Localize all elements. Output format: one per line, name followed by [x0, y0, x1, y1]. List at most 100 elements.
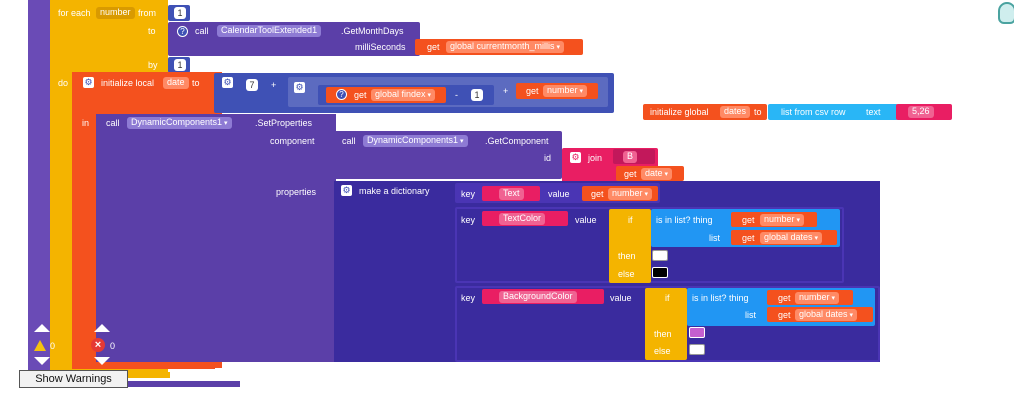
- help-icon-findex[interactable]: ?: [336, 89, 347, 100]
- pair2-else-label: else: [618, 269, 635, 279]
- pair1-get-label: get: [591, 189, 604, 199]
- pair2-get-label: get: [742, 215, 755, 225]
- date-get-label: get: [624, 169, 637, 179]
- by-value[interactable]: 1: [174, 59, 186, 71]
- set-props-method-label: .SetProperties: [255, 118, 313, 128]
- pair3-list-label: list: [745, 310, 756, 320]
- pair2-get2-label: get: [742, 233, 755, 243]
- pair2-isin-label: is in list? thing: [656, 215, 713, 225]
- from-value[interactable]: 1: [174, 7, 186, 19]
- global-var-field[interactable]: dates: [720, 106, 751, 118]
- error-down-arrow-icon[interactable]: [94, 357, 110, 365]
- pair2-value-label: value: [575, 215, 597, 225]
- get-comp-call-label: call: [342, 136, 356, 146]
- pair2-if-label: if: [628, 215, 633, 225]
- get-comp-component-field[interactable]: DynamicComponents1: [363, 135, 468, 147]
- id-label: id: [544, 153, 552, 163]
- backpack-icon[interactable]: [998, 2, 1014, 24]
- seven-value[interactable]: 7: [246, 79, 258, 91]
- number-get-label: get: [526, 86, 539, 96]
- component-label: component: [270, 136, 315, 146]
- pair3-isin-label: is in list? thing: [692, 293, 749, 303]
- properties-label: properties: [276, 187, 317, 197]
- black-color-swatch[interactable]: [652, 267, 668, 278]
- pair1-var-field[interactable]: number: [608, 188, 652, 200]
- pair3-listvar-field[interactable]: global dates: [795, 309, 858, 321]
- initialize-global-label: initialize global: [650, 107, 709, 117]
- pair3-value-label: value: [610, 293, 632, 303]
- dictionary-gear-icon[interactable]: ⚙: [341, 185, 352, 196]
- pair3-get2-label: get: [778, 310, 791, 320]
- pair2-list-label: list: [709, 233, 720, 243]
- initialize-local-label: initialize local: [101, 78, 155, 88]
- milliseconds-label: milliSeconds: [355, 42, 406, 52]
- pair2-listvar-field[interactable]: global dates: [760, 232, 823, 244]
- error-count: 0: [110, 341, 116, 351]
- pair3-name-field[interactable]: BackgroundColor: [499, 291, 577, 303]
- global-to-label: to: [754, 107, 762, 117]
- pair2-if-block[interactable]: [609, 209, 651, 283]
- pair3-var-field[interactable]: number: [795, 292, 839, 304]
- list-from-csv-label: list from csv row: [781, 107, 846, 117]
- inner-add-gear-icon[interactable]: ⚙: [294, 82, 305, 93]
- warning-down-arrow-icon[interactable]: [34, 357, 50, 365]
- pair3-then-label: then: [654, 329, 672, 339]
- pair3-key-label: key: [461, 293, 476, 303]
- number-var-field[interactable]: number: [543, 85, 587, 97]
- local-var-field[interactable]: date: [163, 77, 189, 89]
- join-gear-icon[interactable]: ⚙: [570, 152, 581, 163]
- loop-var-field[interactable]: number: [96, 7, 135, 19]
- by-label: by: [148, 60, 158, 70]
- error-up-arrow-icon[interactable]: [94, 324, 110, 332]
- from-label: from: [138, 8, 156, 18]
- pair2-then-label: then: [618, 251, 636, 261]
- call-label: call: [195, 26, 209, 36]
- magenta-color-swatch[interactable]: [689, 327, 705, 338]
- do-label: do: [58, 78, 69, 88]
- set-props-call-label: call: [106, 118, 120, 128]
- join-label: join: [588, 153, 603, 163]
- set-properties-block[interactable]: [96, 114, 336, 362]
- one-value[interactable]: 1: [471, 89, 483, 101]
- warning-count: 0: [50, 341, 56, 351]
- pair3-if-block[interactable]: [645, 288, 687, 360]
- csv-text-label: text: [866, 107, 881, 117]
- pair3-get-label: get: [778, 293, 791, 303]
- pair3-else-label: else: [654, 346, 671, 356]
- pair2-name-field[interactable]: TextColor: [499, 213, 546, 225]
- for-each-label: for each: [58, 8, 91, 18]
- help-icon[interactable]: ?: [177, 26, 188, 37]
- in-label: in: [82, 118, 90, 128]
- pair1-value-label: value: [548, 189, 570, 199]
- local-block-footer: [72, 363, 215, 369]
- dynamic-component-field[interactable]: DynamicComponents1: [127, 117, 232, 129]
- method-label: .GetMonthDays: [341, 26, 404, 36]
- white-color-swatch-2[interactable]: [689, 344, 705, 355]
- warning-triangle-icon: [34, 340, 46, 351]
- pair1-key-label: key: [461, 189, 476, 199]
- add-gear-icon[interactable]: ⚙: [222, 77, 233, 88]
- date-var-field[interactable]: date: [641, 168, 672, 180]
- white-color-swatch[interactable]: [652, 250, 668, 261]
- b-text-field[interactable]: B: [623, 151, 638, 163]
- calendar-component-field[interactable]: CalendarToolExtended1: [217, 25, 322, 37]
- local-to-label: to: [192, 78, 200, 88]
- to-label: to: [148, 26, 156, 36]
- list-from-csv-block[interactable]: [768, 104, 898, 120]
- pair2-key-label: key: [461, 215, 476, 225]
- get-comp-method-label: .GetComponent: [485, 136, 549, 146]
- currentmonth-var-field[interactable]: global currentmonth_millis: [446, 41, 565, 53]
- loop-block-edge[interactable]: [28, 0, 50, 370]
- plus-label: +: [271, 80, 277, 90]
- show-warnings-button[interactable]: Show Warnings: [19, 370, 128, 388]
- csv-value-field[interactable]: 5,26: [908, 106, 934, 118]
- mutator-gear-icon[interactable]: ⚙: [83, 77, 94, 88]
- pair1-name-field[interactable]: Text: [499, 188, 524, 200]
- findex-var-field[interactable]: global findex: [371, 89, 436, 101]
- dictionary-label: make a dictionary: [359, 186, 430, 196]
- warning-up-arrow-icon[interactable]: [34, 324, 50, 332]
- findex-get-label: get: [354, 90, 367, 100]
- error-x-icon: ×: [91, 338, 105, 352]
- pair2-var-field[interactable]: number: [760, 214, 804, 226]
- plus2-label: +: [503, 86, 509, 96]
